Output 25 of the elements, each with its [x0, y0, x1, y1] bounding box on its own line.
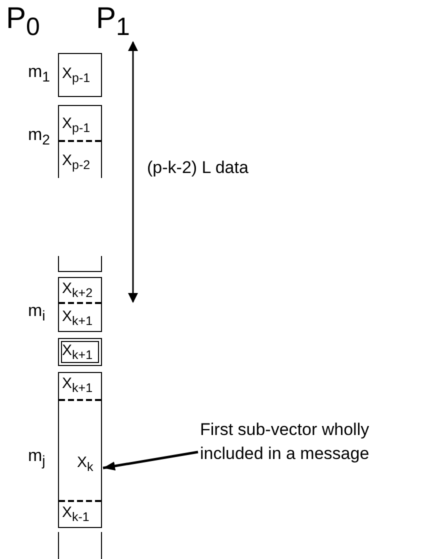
message-box: [58, 338, 102, 366]
partial-message-box: [58, 532, 102, 559]
message-label: m$_{2}$: [28, 125, 50, 150]
processor-label: P$_{0}$: [6, 2, 40, 42]
message-label: m$_{1}$: [28, 62, 50, 88]
vector-label: X$_{k+1}$: [62, 308, 93, 330]
processor-label: P$_{1}$: [96, 2, 130, 42]
message-box: [58, 53, 102, 97]
vector-label: X$_{k+1}$: [62, 342, 93, 364]
vector-label: X$_{p-1}$: [62, 65, 90, 87]
annotation-text: First sub-vector wholly included in a message: [200, 418, 432, 466]
vector-label: X$_{k+2}$: [62, 280, 93, 302]
dimension-label: (p-k-2) L data: [147, 158, 248, 178]
message-box: [58, 105, 102, 178]
partial-message-box: [58, 256, 102, 272]
message-box: [58, 277, 102, 332]
vector-label: X$_{p-2}$: [62, 152, 90, 174]
vector-label: X$_{k+1}$: [62, 375, 93, 397]
message-box: [58, 372, 102, 528]
vector-label: X$_{k-1}$: [62, 504, 90, 526]
leader-arrow: [102, 450, 198, 470]
message-label: m$_{i}$: [28, 301, 46, 326]
vector-label: X$_{p-1}$: [62, 115, 90, 137]
message-label: m$_{j}$: [28, 446, 46, 472]
vector-label: X$_{k}$: [77, 454, 94, 476]
